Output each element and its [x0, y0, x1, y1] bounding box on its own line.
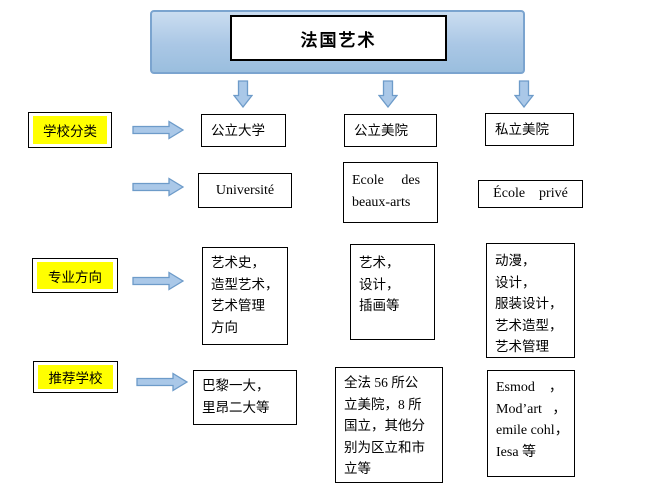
box-text: Ecole des beaux-arts: [352, 173, 421, 210]
box-private-art-academy-fr: École privé: [478, 180, 583, 208]
row-label-recommended-schools: 推荐学校: [33, 361, 118, 393]
box-text: 私立美院: [495, 121, 549, 137]
box-text: 全法 56 所公 立美院，8 所 国立，其他分 别为区立和市 立等: [344, 375, 425, 476]
highlighted-label: 推荐学校: [38, 365, 113, 389]
diagram-title-box: 法国艺术: [230, 15, 447, 61]
diagram-title: 法国艺术: [300, 30, 377, 50]
right-arrow-icon: [132, 120, 184, 140]
box-text: 艺术， 设计， 插画等: [359, 255, 400, 313]
box-text: 公立美院: [354, 122, 408, 138]
box-text: 艺术史， 造型艺术， 艺术管理 方向: [211, 255, 279, 335]
box-text: 公立大学: [211, 122, 265, 138]
box-public-university-schools: 巴黎一大， 里昂二大等: [193, 370, 297, 425]
box-text: Esmod ， Mod’art ， emile cohl， Iesa 等: [496, 380, 569, 460]
row-label-major-direction: 专业方向: [32, 258, 118, 293]
box-text: 巴黎一大， 里昂二大等: [202, 378, 270, 415]
box-public-art-academy-schools: 全法 56 所公 立美院，8 所 国立，其他分 别为区立和市 立等: [335, 367, 443, 483]
box-private-art-academy-schools: Esmod ， Mod’art ， emile cohl， Iesa 等: [487, 370, 575, 477]
down-arrow-icon: [514, 80, 534, 108]
box-text: 动漫， 设计， 服装设计， 艺术造型， 艺术管理: [495, 253, 563, 354]
box-public-art-academy-fr: Ecole des beaux-arts: [343, 162, 438, 223]
highlighted-label: 学校分类: [33, 116, 107, 144]
box-public-university-cn: 公立大学: [201, 114, 286, 147]
box-public-university-majors: 艺术史， 造型艺术， 艺术管理 方向: [202, 247, 288, 345]
row-label-school-category: 学校分类: [28, 112, 112, 148]
box-text: Université: [215, 182, 275, 198]
right-arrow-icon: [132, 177, 184, 197]
down-arrow-icon: [233, 80, 253, 108]
right-arrow-icon: [136, 372, 188, 392]
highlighted-label: 专业方向: [37, 262, 113, 289]
right-arrow-icon: [132, 271, 184, 291]
box-private-art-academy-cn: 私立美院: [485, 113, 574, 146]
box-public-art-academy-cn: 公立美院: [344, 114, 437, 147]
box-public-art-academy-majors: 艺术， 设计， 插画等: [350, 244, 435, 340]
box-private-art-academy-majors: 动漫， 设计， 服装设计， 艺术造型， 艺术管理: [486, 243, 575, 358]
box-public-university-fr: Université: [198, 173, 292, 208]
down-arrow-icon: [378, 80, 398, 108]
box-text: École privé: [493, 186, 568, 202]
